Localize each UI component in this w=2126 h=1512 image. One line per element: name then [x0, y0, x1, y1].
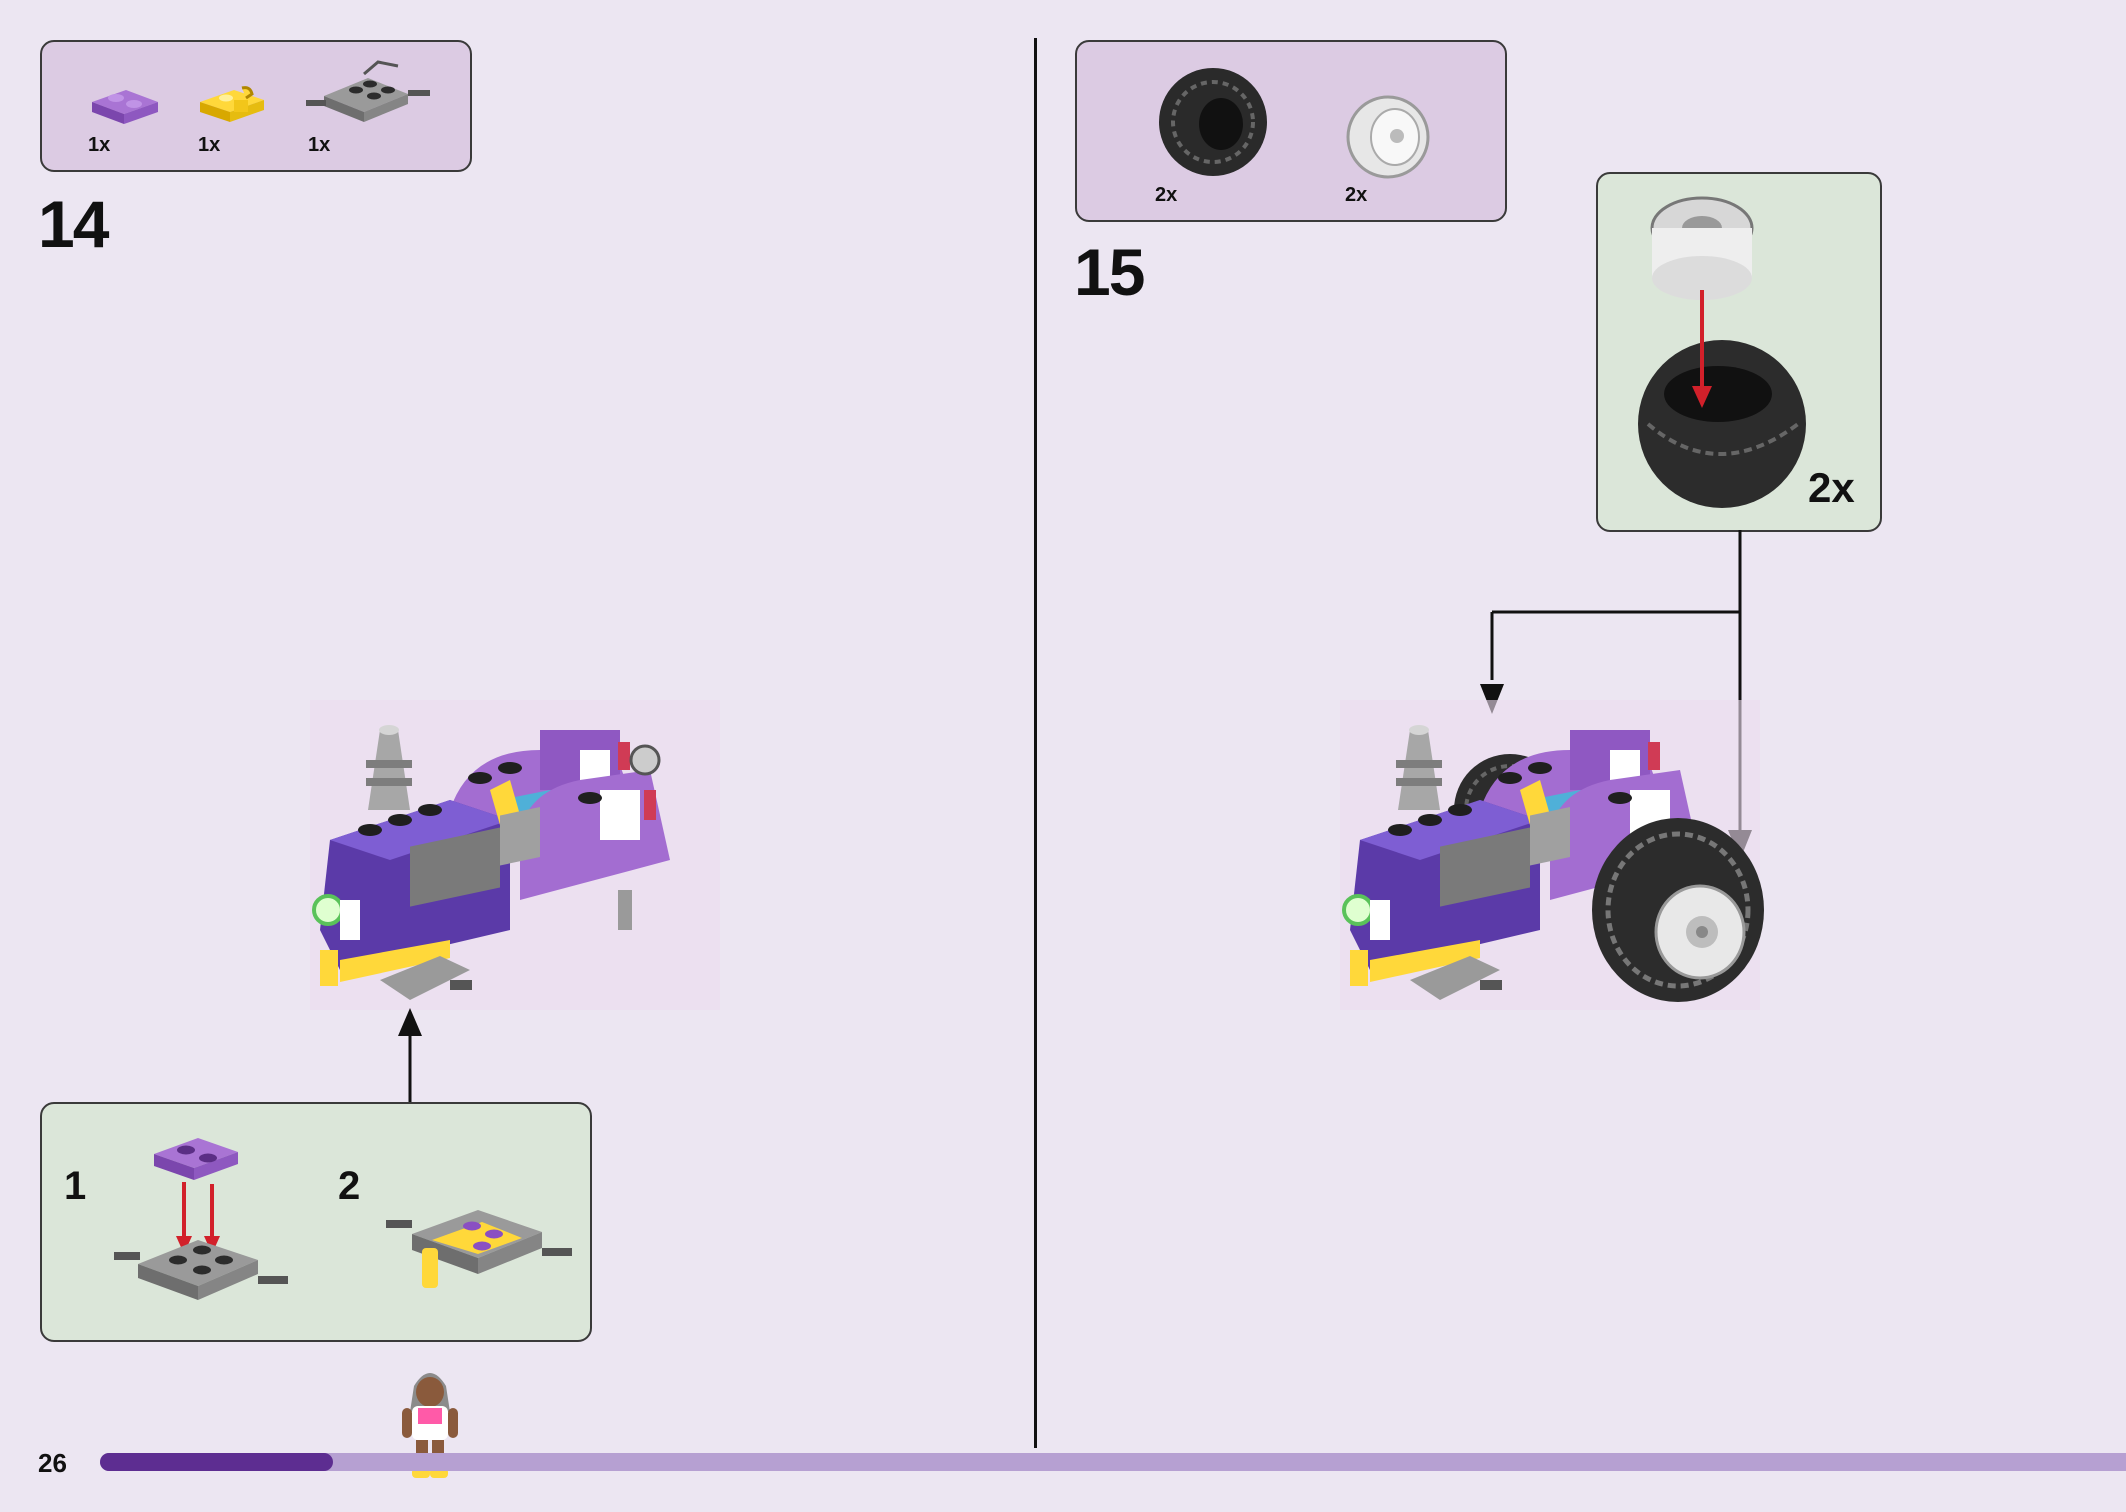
substep-2-illustration: [386, 1210, 572, 1288]
parts-list-step-15: 2x 2x: [1075, 40, 1507, 222]
callout-multiplier: 2x: [1808, 464, 1855, 511]
white-rim-icon: [1346, 95, 1430, 179]
part-qty-3: 1x: [308, 134, 331, 156]
step-number-14: 14: [38, 187, 109, 261]
progress-track: [100, 1453, 2126, 1471]
page-divider: [1034, 38, 1037, 1448]
wheel-assembly-illustration: [1638, 196, 1806, 508]
step-number-15: 15: [1074, 235, 1145, 309]
part-qty-tire: 2x: [1155, 184, 1178, 206]
vehicle-model-step-14: [310, 700, 720, 1010]
yellow-clip-icon: [200, 86, 264, 122]
gray-axle-plate-icon: [306, 60, 430, 122]
assembly-arrow-up: [398, 1008, 422, 1102]
page-number: 26: [38, 1448, 67, 1478]
wheel-assembly-callout: 2x: [1596, 172, 1882, 532]
parts-list-step-14: 1x 1x 1x: [40, 40, 472, 172]
part-qty-1: 1x: [88, 134, 111, 156]
purple-plate-icon: [92, 90, 158, 124]
substep-number-1: 1: [64, 1164, 87, 1208]
progress-fill: [100, 1453, 333, 1471]
substep-1-illustration: [114, 1138, 288, 1300]
vehicle-model-step-15: [1340, 700, 1764, 1010]
part-qty-rim: 2x: [1345, 184, 1368, 206]
sub-assembly-box: 1 2: [40, 1102, 592, 1342]
black-tire-icon: [1159, 68, 1267, 176]
part-qty-2: 1x: [198, 134, 221, 156]
substep-number-2: 2: [338, 1164, 361, 1208]
